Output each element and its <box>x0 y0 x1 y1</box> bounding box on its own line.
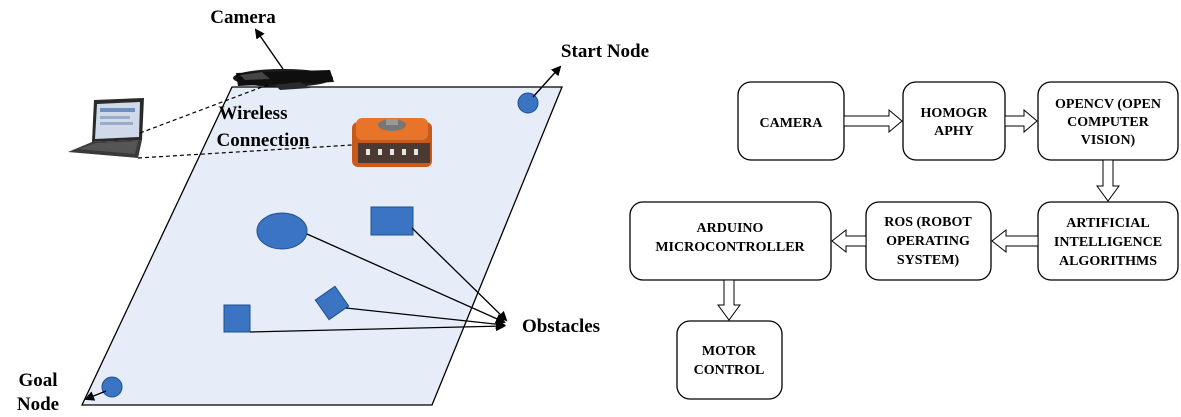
obstacle-pointer-1 <box>306 233 506 324</box>
obstacle-rectangle <box>370 206 414 236</box>
flow-arrow-homography-to-opencv <box>1004 108 1038 134</box>
goal-node <box>101 376 123 398</box>
wireless-link-camera <box>139 83 271 134</box>
laptop-icon <box>68 98 144 158</box>
start-node-pointer-arrow <box>532 65 562 98</box>
flow-arrow-arduino-to-motor <box>717 279 741 321</box>
flow-arduino-line2: MICROCONTROLLER <box>655 240 805 255</box>
camera-label: Camera <box>210 7 276 28</box>
flow-homography-line2: APHY <box>934 124 974 139</box>
flow-motor-line1: MOTOR <box>702 344 757 359</box>
obstacles-label: Obstacles <box>522 316 600 337</box>
flow-opencv-line2: COMPUTER <box>1067 115 1150 130</box>
flow-arrow-opencv-to-ai <box>1096 159 1120 202</box>
flow-motor-line2: CONTROL <box>694 363 765 378</box>
flow-ai-line2: INTELLIGENCE <box>1054 235 1162 250</box>
wireless-label-line2: Connection <box>217 130 310 151</box>
goal-node-pointer-arrow <box>84 390 107 401</box>
obstacle-pointer-3 <box>345 307 506 330</box>
arena-scene: Camera Start Node <box>17 7 649 415</box>
flow-arrow-ros-to-arduino <box>831 228 867 254</box>
flow-homography-line1: HOMOGR <box>921 106 989 121</box>
flow-arrow-camera-to-homography <box>843 108 903 134</box>
start-node-label: Start Node <box>561 41 649 62</box>
obstacle-square <box>223 304 251 333</box>
goal-label-line1: Goal <box>18 370 57 391</box>
arena-field <box>80 86 563 406</box>
flow-chart: CAMERA HOMOGR APHY OPENCV (OPEN COMPUTER… <box>629 81 1179 400</box>
start-node <box>517 92 539 114</box>
wireless-link-robot <box>137 144 353 159</box>
camera-pointer-arrow <box>254 28 284 70</box>
flow-ros-line2: OPERATING <box>886 234 970 249</box>
wireless-label-line1: Wireless <box>219 103 288 124</box>
flow-box-homography <box>902 81 1006 161</box>
flow-box-motor <box>676 320 783 400</box>
flow-ros-line3: SYSTEM) <box>897 253 960 268</box>
camera-device <box>233 69 334 90</box>
flow-arduino-line1: ARDUINO <box>697 221 764 236</box>
goal-label-line2: Node <box>17 394 59 415</box>
obstacle-pointer-2 <box>411 227 508 322</box>
flow-opencv-line1: OPENCV (OPEN <box>1055 97 1161 112</box>
flow-ros-line1: ROS (ROBOT <box>884 215 972 230</box>
flow-opencv-line3: VISION) <box>1081 133 1136 148</box>
flow-camera-line1: CAMERA <box>760 116 824 131</box>
flow-arrow-ai-to-ros <box>991 228 1039 254</box>
flow-ai-line3: ALGORITHMS <box>1059 254 1157 269</box>
obstacle-ellipse <box>256 212 308 250</box>
robot-icon <box>352 118 432 167</box>
flow-ai-line1: ARTIFICIAL <box>1066 216 1150 231</box>
obstacle-rotated-square <box>314 285 350 321</box>
obstacle-pointer-4 <box>249 321 506 333</box>
